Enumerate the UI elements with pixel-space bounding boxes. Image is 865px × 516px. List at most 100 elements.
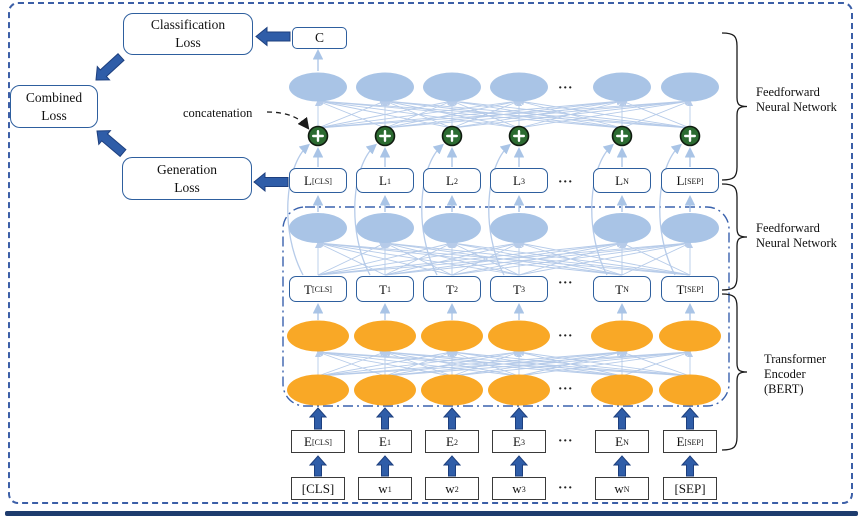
bert-upper-layer-node: [659, 320, 721, 352]
brace-label-0-line-0: Feedforward: [756, 85, 820, 99]
plus-icon: [307, 125, 329, 147]
ffn-mid-layer-node: [289, 213, 347, 243]
ffn-top-layer-node: [490, 72, 548, 102]
arrow-c-to-classification-loss: [255, 26, 291, 47]
arrow-word-to-embedding-0: [308, 455, 328, 477]
l-box-5: L[SEP]: [661, 168, 719, 193]
bert-dashdot-border: [282, 206, 730, 407]
e-box-1-subscript: 1: [386, 437, 391, 447]
arrow-embedding-to-bert-5: [680, 407, 700, 430]
e-box-0: E[CLS]: [291, 430, 345, 453]
arrow-word-to-embedding-2: [442, 455, 462, 477]
ffn-mid-layer: [289, 213, 719, 243]
l-box-3-subscript: 3: [520, 176, 525, 186]
l-box-5-subscript: [SEP]: [684, 176, 704, 186]
t-box-5-label: T: [676, 281, 685, 297]
plus-icon: [611, 125, 633, 147]
mesh-t-to-ffn-mid: [314, 240, 694, 276]
bert-upper-layer-node: [421, 320, 483, 352]
l-box-1-subscript: 1: [386, 176, 391, 186]
arrow-embedding-to-bert-3: [509, 407, 529, 430]
concatenation-plus-nodes: [307, 125, 701, 147]
w-box-3-label: w: [512, 481, 522, 496]
combined-loss-box: Combined Loss: [10, 85, 98, 128]
w-box-2-subscript: 2: [454, 484, 459, 494]
plus-icon: [374, 125, 396, 147]
ffn-top-layer: [289, 72, 719, 102]
w-box-2-label: w: [445, 481, 455, 496]
arrow-word-to-embedding-3: [509, 455, 529, 477]
concatenation-label: concatenation: [183, 106, 253, 120]
t-box-4-label: T: [615, 281, 624, 297]
ffn-top-layer-node: [661, 72, 719, 102]
e-box-2-subscript: 2: [453, 437, 458, 447]
e-box-4-label: E: [615, 434, 624, 449]
brace-ffn-top: [721, 32, 748, 181]
generation-loss-line2: Loss: [174, 179, 200, 195]
skip-connections: [287, 143, 682, 276]
ffn-mid-layer-node: [356, 213, 414, 243]
bert-lower-layer-node: [421, 374, 483, 406]
ffn-top-layer-node: [289, 72, 347, 102]
ffn-mid-layer-node: [423, 213, 481, 243]
w-box-3-subscript: 3: [521, 484, 526, 494]
outer-dashed-border: [8, 2, 853, 504]
l-box-4-label: L: [615, 173, 624, 188]
e-box-5-label: E: [676, 434, 685, 449]
t-box-5: T[SEP]: [661, 276, 719, 302]
arrow-lcls-to-generation-loss: [253, 171, 289, 193]
ellipsis-dots-1: ...: [558, 171, 574, 187]
bert-upper-layer-node: [287, 320, 349, 352]
t-box-0: T[CLS]: [289, 276, 347, 302]
w-box-0-label: [CLS]: [301, 481, 335, 496]
bert-lower-layer-node: [591, 374, 653, 406]
l-box-4-subscript: N: [623, 176, 629, 186]
arrow-generation-to-combined: [96, 130, 127, 158]
w-box-1-label: w: [378, 481, 388, 496]
e-box-3-label: E: [513, 434, 521, 449]
concatenation-pointer-arrow: [266, 111, 310, 130]
t-box-3-label: T: [513, 281, 521, 297]
ellipsis-dots-2: ...: [558, 272, 574, 288]
mesh-bert-layers: [314, 349, 694, 377]
l-box-2-label: L: [446, 173, 454, 188]
w-box-0: [CLS]: [291, 477, 345, 500]
bert-lower-layer-node: [488, 374, 550, 406]
ellipsis-dots-5: ...: [558, 430, 574, 446]
bert-lower-layer-node: [287, 374, 349, 406]
l-box-0-subscript: [CLS]: [311, 176, 332, 186]
ellipsis-dots-3: ...: [558, 325, 574, 341]
w-box-5: [SEP]: [663, 477, 717, 500]
classification-loss-box: Classification Loss: [123, 13, 253, 55]
t-box-0-subscript: [CLS]: [311, 285, 332, 294]
t-box-2-label: T: [446, 281, 454, 297]
t-box-1-label: T: [379, 281, 387, 297]
w-box-4-label: w: [614, 481, 624, 496]
ffn-mid-layer-node: [490, 213, 548, 243]
e-box-0-subscript: [CLS]: [311, 437, 332, 447]
e-box-4-subscript: N: [623, 437, 629, 447]
arrow-word-to-embedding-1: [375, 455, 395, 477]
e-box-2-label: E: [446, 434, 454, 449]
ellipsis-dots-4: ...: [558, 378, 574, 394]
bert-upper-layer-node: [488, 320, 550, 352]
l-box-3-label: L: [513, 173, 521, 188]
generation-loss-line1: Generation: [157, 161, 217, 177]
bert-lower-layer-node: [354, 374, 416, 406]
l-box-0: L[CLS]: [289, 168, 347, 193]
brace-label-2-line-1: Encoder: [764, 366, 806, 381]
